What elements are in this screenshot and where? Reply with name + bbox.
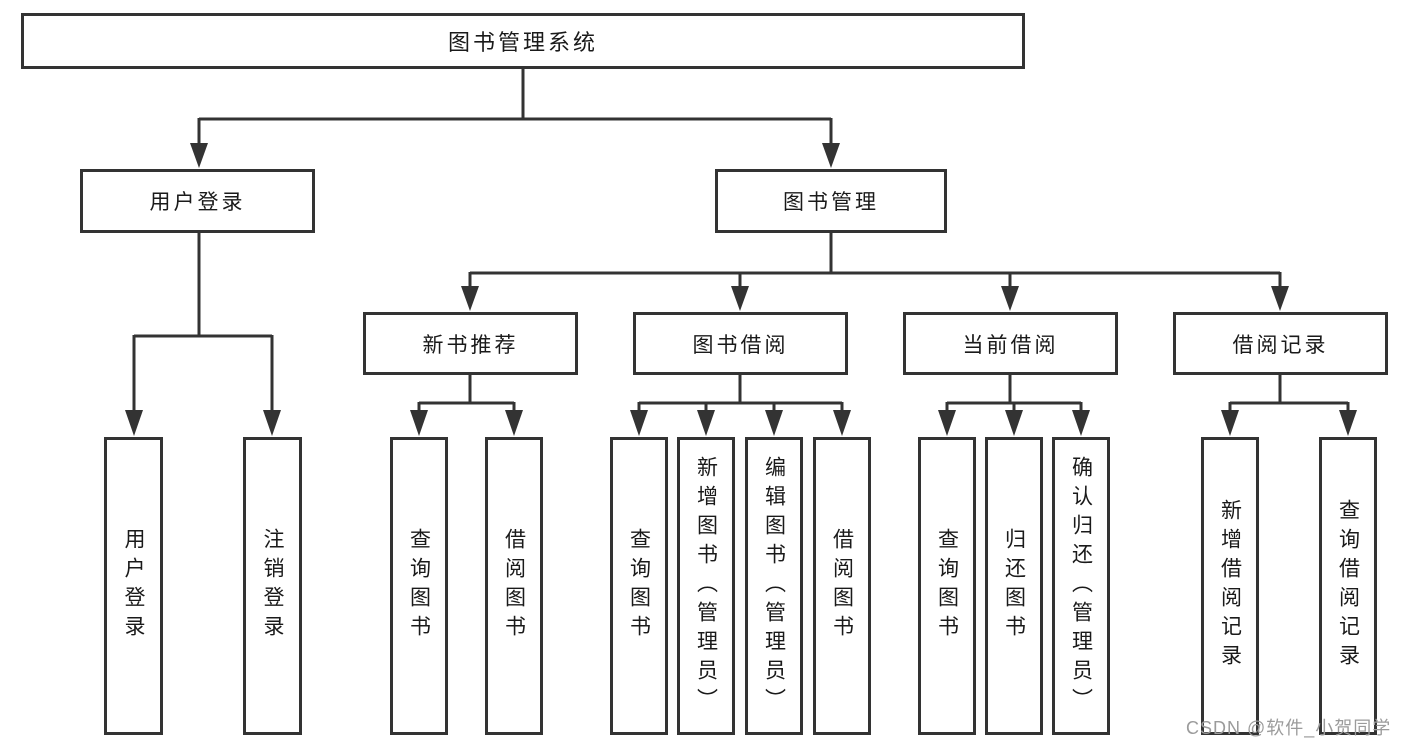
- node-book-borrow: 图书借阅: [633, 312, 848, 375]
- leaf-add-borrow-record: 新增借阅记录: [1201, 437, 1259, 735]
- leaf-confirm-return-admin: 确认归还（管理员）: [1052, 437, 1110, 735]
- leaf-query-borrow-record: 查询借阅记录: [1319, 437, 1377, 735]
- node-current-borrow: 当前借阅: [903, 312, 1118, 375]
- node-new-book-recommend: 新书推荐: [363, 312, 578, 375]
- leaf-return-book: 归还图书: [985, 437, 1043, 735]
- leaf-logout: 注销登录: [243, 437, 302, 735]
- node-root-system: 图书管理系统: [21, 13, 1025, 69]
- leaf-borrow-books-1: 借阅图书: [485, 437, 543, 735]
- leaf-query-books-2: 查询图书: [610, 437, 668, 735]
- leaf-add-book-admin: 新增图书（管理员）: [677, 437, 735, 735]
- csdn-watermark: CSDN @软件_小贺同学: [1186, 718, 1392, 738]
- leaf-user-login: 用户登录: [104, 437, 163, 735]
- node-user-login: 用户登录: [80, 169, 315, 233]
- leaf-edit-book-admin: 编辑图书（管理员）: [745, 437, 803, 735]
- arrowhead-icons: [125, 143, 1357, 436]
- leaf-query-books-1: 查询图书: [390, 437, 448, 735]
- leaf-query-books-3: 查询图书: [918, 437, 976, 735]
- node-book-management: 图书管理: [715, 169, 947, 233]
- leaf-borrow-books-2: 借阅图书: [813, 437, 871, 735]
- node-borrow-records: 借阅记录: [1173, 312, 1388, 375]
